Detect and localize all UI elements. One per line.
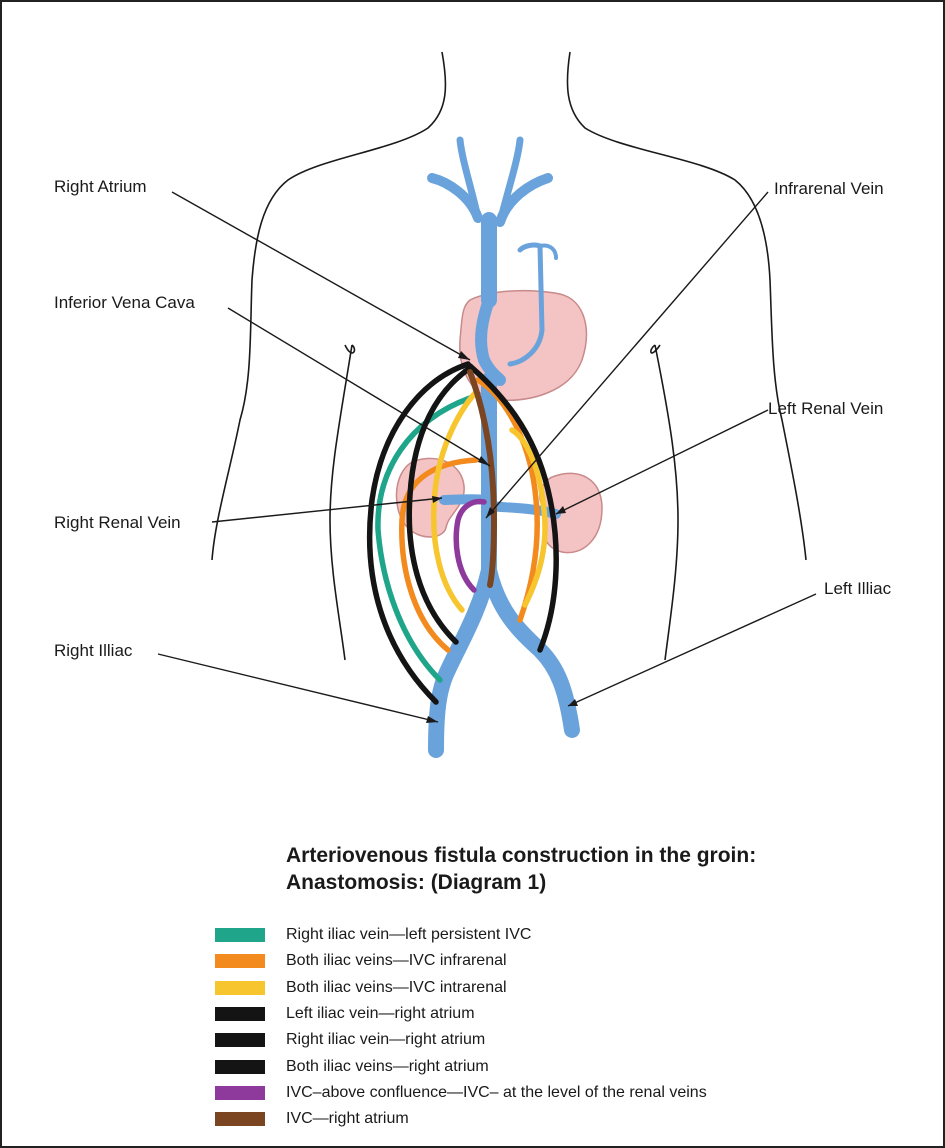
anatomy-diagram: Right Atrium Inferior Vena Cava Right Re… [0, 0, 945, 840]
legend-item: Both iliac veins—IVC infrarenal [215, 948, 707, 974]
legend-item-label: Right iliac vein—right atrium [286, 1031, 485, 1049]
legend-swatch [215, 954, 265, 968]
legend-swatch [215, 928, 265, 942]
legend-item: Right iliac vein—left persistent IVC [215, 922, 707, 948]
legend-item-label: Both iliac veins—IVC infrarenal [286, 952, 507, 970]
legend-item: Left iliac vein—right atrium [215, 1001, 707, 1027]
legend-item: Both iliac veins—right atrium [215, 1053, 707, 1079]
right-arm-inner [655, 345, 678, 660]
legend-item-label: IVC–above confluence—IVC– at the level o… [286, 1084, 707, 1102]
label-right-illiac: Right Illiac [54, 641, 133, 660]
legend-item-label: IVC—right atrium [286, 1110, 409, 1128]
leader-left-renal-vein [556, 410, 768, 514]
right-illiac-vein [436, 570, 489, 750]
legend-swatch [215, 1112, 265, 1126]
legend-swatch [215, 1086, 265, 1100]
legend-item-label: Right iliac vein—left persistent IVC [286, 926, 531, 944]
legend-swatch [215, 981, 265, 995]
legend-item-label: Both iliac veins—right atrium [286, 1058, 489, 1076]
label-left-illiac: Left Illiac [824, 579, 892, 598]
legend-swatch [215, 1007, 265, 1021]
left-arm-inner-top [345, 345, 354, 353]
legend-item: IVC–above confluence—IVC– at the level o… [215, 1080, 707, 1106]
legend-item-label: Both iliac veins—IVC intrarenal [286, 979, 507, 997]
legend-item-label: Left iliac vein—right atrium [286, 1005, 475, 1023]
venous-system [432, 140, 572, 750]
torso-right-outline [567, 52, 806, 560]
label-infrarenal-vein: Infrarenal Vein [774, 179, 884, 198]
legend-title-line1: Arteriovenous fistula construction in th… [286, 842, 756, 869]
legend-swatch [215, 1033, 265, 1047]
label-inferior-vena-cava: Inferior Vena Cava [54, 293, 195, 312]
label-right-renal-vein: Right Renal Vein [54, 513, 181, 532]
leader-right-atrium [172, 192, 470, 360]
leader-right-illiac [158, 654, 438, 722]
label-left-renal-vein: Left Renal Vein [768, 399, 883, 418]
leader-left-illiac [568, 594, 816, 706]
legend-item: IVC—right atrium [215, 1106, 707, 1132]
legend-title: Arteriovenous fistula construction in th… [286, 842, 756, 896]
legend: Right iliac vein—left persistent IVC Bot… [215, 922, 707, 1132]
legend-item: Both iliac veins—IVC intrarenal [215, 975, 707, 1001]
legend-swatch [215, 1060, 265, 1074]
legend-title-line2: Anastomosis: (Diagram 1) [286, 869, 756, 896]
left-arm-inner [330, 345, 352, 660]
label-right-atrium: Right Atrium [54, 177, 147, 196]
legend-item: Right iliac vein—right atrium [215, 1027, 707, 1053]
